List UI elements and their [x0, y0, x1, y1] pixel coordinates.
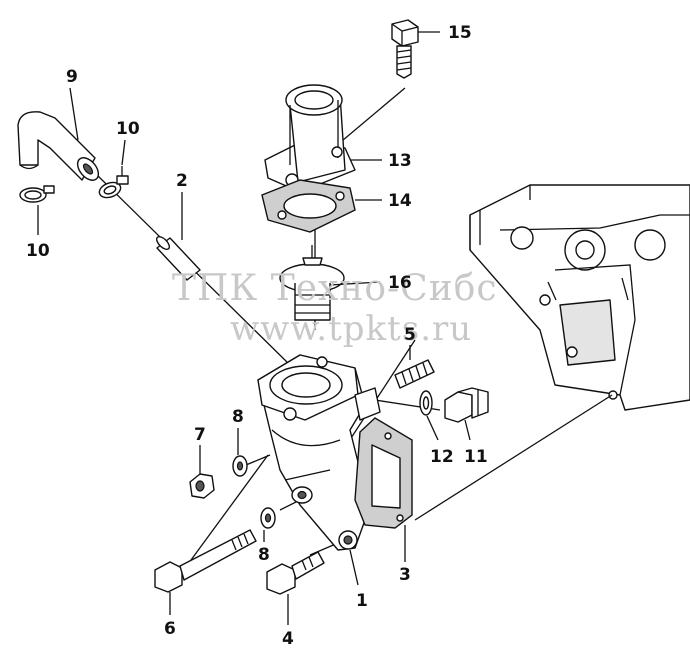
short-bolt-4	[266, 551, 325, 595]
hose-9	[17, 111, 100, 181]
thermostat-16	[279, 245, 345, 321]
washer-8-bottom	[260, 507, 276, 529]
watermark-line-2: www.tpkts.ru	[230, 309, 472, 349]
callout-numbers: 15 9 10 2 13 14 10 16 5 7 8 12 11 8 1 3 …	[26, 23, 488, 649]
callout-5: 5	[404, 325, 416, 345]
bolt-15	[391, 19, 419, 79]
hose-clamp-10-left	[19, 185, 55, 203]
callout-13: 13	[388, 151, 412, 171]
thermostat-housing-1	[257, 354, 381, 551]
callout-8-lower: 8	[258, 545, 270, 565]
pipe-fitting-2	[155, 235, 201, 281]
stud-5	[394, 359, 435, 389]
label-pointers	[37, 31, 471, 625]
watermark-line-1: ТПК Техно-Сибс	[172, 268, 498, 309]
hose-clamp-10-right	[98, 166, 129, 199]
callout-3: 3	[399, 565, 411, 585]
washer-12	[419, 390, 433, 416]
washer-8-top	[232, 455, 248, 477]
callout-8-upper: 8	[232, 407, 244, 427]
engine-block	[469, 184, 690, 411]
callout-11: 11	[464, 447, 488, 467]
long-bolt-6	[154, 529, 257, 593]
callout-2: 2	[176, 171, 188, 191]
callout-15: 15	[448, 23, 472, 43]
outlet-housing-13	[264, 84, 356, 193]
callout-12: 12	[430, 447, 454, 467]
callout-4: 4	[282, 629, 294, 649]
callout-10-lower: 10	[26, 241, 50, 261]
gasket-14	[261, 179, 356, 233]
callout-7: 7	[194, 425, 206, 445]
callout-1: 1	[356, 591, 368, 611]
callout-16: 16	[388, 273, 412, 293]
nut-7	[189, 473, 215, 499]
callout-10-upper: 10	[116, 119, 140, 139]
callout-14: 14	[388, 191, 412, 211]
gasket-3	[354, 417, 413, 529]
plug-11	[444, 387, 489, 423]
callout-6: 6	[164, 619, 176, 639]
callout-9: 9	[66, 67, 78, 87]
